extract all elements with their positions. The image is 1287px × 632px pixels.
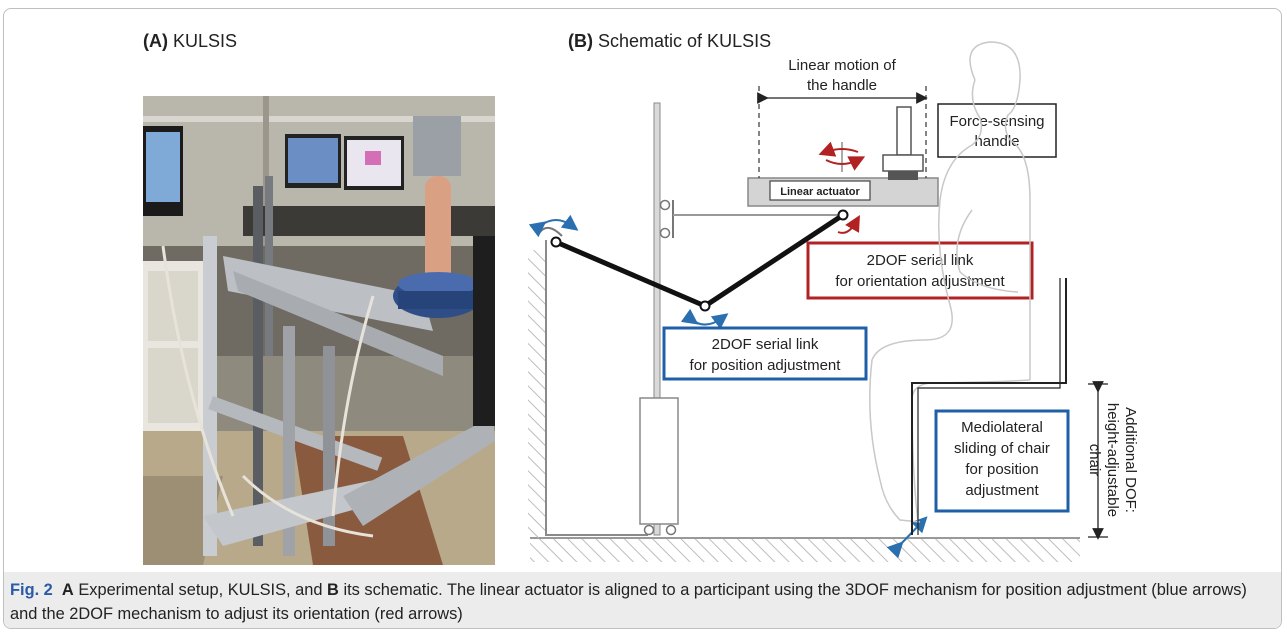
linear-motion-line2: the handle (807, 77, 877, 94)
caption-fig-label: Fig. 2 (10, 581, 53, 599)
force-line1: Force-sensing (949, 113, 1044, 130)
position-line2: for position adjustment (690, 357, 842, 374)
caption-background (4, 572, 1281, 628)
ground-hatch (530, 538, 1080, 562)
slide-line4: adjustment (965, 482, 1039, 499)
panel-a-letter: (A) (143, 31, 168, 51)
caption-a: A (61, 581, 74, 599)
slide-line1: Mediolateral (961, 419, 1043, 436)
panel-a-title: (A) KULSIS (143, 31, 237, 52)
figure-caption: Fig. 2 A Experimental setup, KULSIS, and… (10, 578, 1275, 626)
figure-frame (3, 8, 1282, 629)
orient-line2: for orientation adjustment (835, 273, 1005, 290)
dof-line2: height-adjustable (1104, 403, 1121, 517)
wall-hatch (528, 250, 546, 538)
panel-b-letter: (B) (568, 31, 593, 51)
person-silhouette (869, 41, 1031, 523)
slide-line2: sliding of chair (954, 440, 1050, 457)
caption-text-1: Experimental setup, KULSIS, and (73, 581, 328, 599)
slide-line3: for position (965, 461, 1038, 478)
caption-text-2: its schematic. The linear actuator is al… (10, 581, 1247, 623)
dof-line3: chair (1086, 444, 1103, 477)
panel-a-text: KULSIS (173, 31, 238, 51)
caption-b: B (327, 581, 339, 599)
actuator-label: Linear actuator (780, 186, 860, 198)
kulsis-schematic: Linear actuator Linear motion of the han… (525, 40, 1285, 570)
linear-motion-line1: Linear motion of (788, 57, 896, 74)
position-line1: 2DOF serial link (712, 336, 819, 353)
dof-line1: Additional DOF: (1122, 407, 1139, 513)
panel-b-text: Schematic of KULSIS (598, 31, 772, 51)
orient-line1: 2DOF serial link (867, 252, 974, 269)
panel-b-title: (B) Schematic of KULSIS (568, 31, 771, 52)
kulsis-photo (143, 96, 495, 565)
